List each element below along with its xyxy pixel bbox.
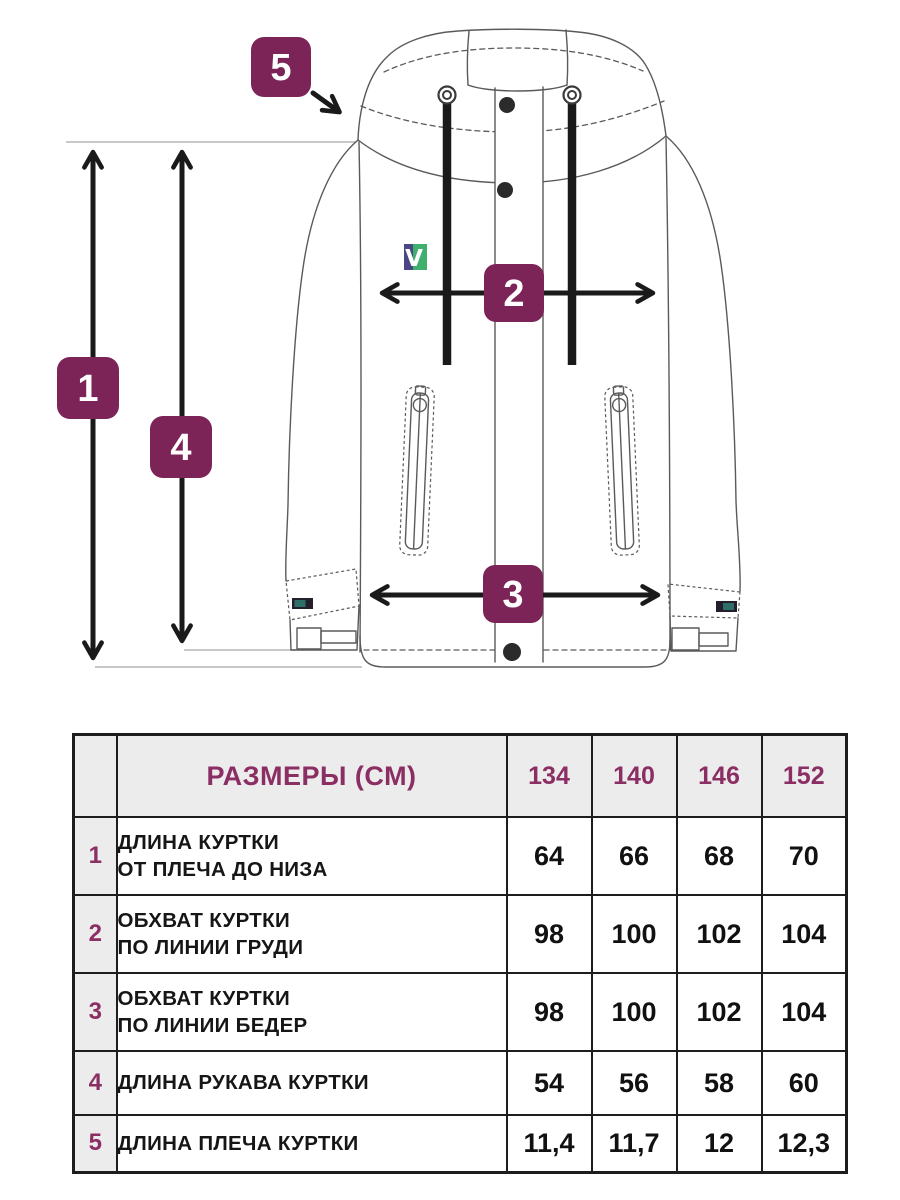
measure-badge-1: 1 [57,357,119,419]
measure-badge-2: 2 [484,264,544,322]
grommet-right [562,85,582,105]
table-title: РАЗМЕРЫ (СМ) [115,733,508,818]
svg-text:2: 2 [503,273,524,315]
row-number: 5 [72,1114,118,1173]
snap-button [497,182,513,198]
zipper-right [604,385,640,556]
size-value: 104 [760,972,848,1052]
svg-text:3: 3 [502,574,523,616]
size-column-header: 134 [505,733,593,818]
cuff-right [667,583,741,652]
size-value: 98 [505,894,593,974]
size-value: 100 [590,894,678,974]
row-label: ДЛИНА ПЛЕЧА КУРТКИ [115,1114,508,1173]
size-value: 66 [590,816,678,896]
header-corner-cell [72,733,118,818]
size-value: 11,4 [505,1114,593,1173]
snap-button [499,97,515,113]
zipper-left [399,385,435,556]
grommet-left [437,85,457,105]
size-value: 98 [505,972,593,1052]
svg-text:1: 1 [77,368,98,410]
size-value: 64 [505,816,593,896]
table-header-row: РАЗМЕРЫ (СМ) 134 140 146 152 [72,733,848,818]
svg-text:V: V [405,246,423,272]
sleeve-right [665,135,741,592]
row-number: 3 [72,972,118,1052]
size-value: 54 [505,1050,593,1116]
zipper-pull-right [611,397,627,413]
size-value: 12,3 [760,1114,848,1173]
measure-badge-5: 5 [251,37,311,97]
hood-channel-stitch [383,47,644,73]
size-value: 100 [590,972,678,1052]
hem-edge [359,635,671,668]
row-number: 1 [72,816,118,896]
zipper-pull-left [412,397,428,413]
size-value: 12 [675,1114,763,1173]
measure-badge-3: 3 [483,565,543,623]
row-number: 2 [72,894,118,974]
svg-text:4: 4 [170,427,191,469]
size-column-header: 140 [590,733,678,818]
measure-badge-4: 4 [150,416,212,478]
svg-text:5: 5 [270,47,291,89]
row-label: ДЛИНА РУКАВА КУРТКИ [115,1050,508,1116]
brand-logo: V [404,244,427,272]
snap-button [503,643,521,661]
size-value: 70 [760,816,848,896]
size-value: 11,7 [590,1114,678,1173]
size-value: 58 [675,1050,763,1116]
cuff-left [285,568,360,651]
size-value: 104 [760,894,848,974]
reference-lines [66,141,362,668]
hood-outline [357,28,667,141]
row-number: 4 [72,1050,118,1116]
sleeve-left [285,139,359,582]
size-value: 60 [760,1050,848,1116]
size-value: 102 [675,894,763,974]
size-column-header: 146 [675,733,763,818]
size-value: 102 [675,972,763,1052]
size-value: 68 [675,816,763,896]
measure-arrow-5 [310,90,342,115]
size-value: 56 [590,1050,678,1116]
size-column-header: 152 [760,733,848,818]
jacket-measurement-diagram: V [57,28,741,668]
